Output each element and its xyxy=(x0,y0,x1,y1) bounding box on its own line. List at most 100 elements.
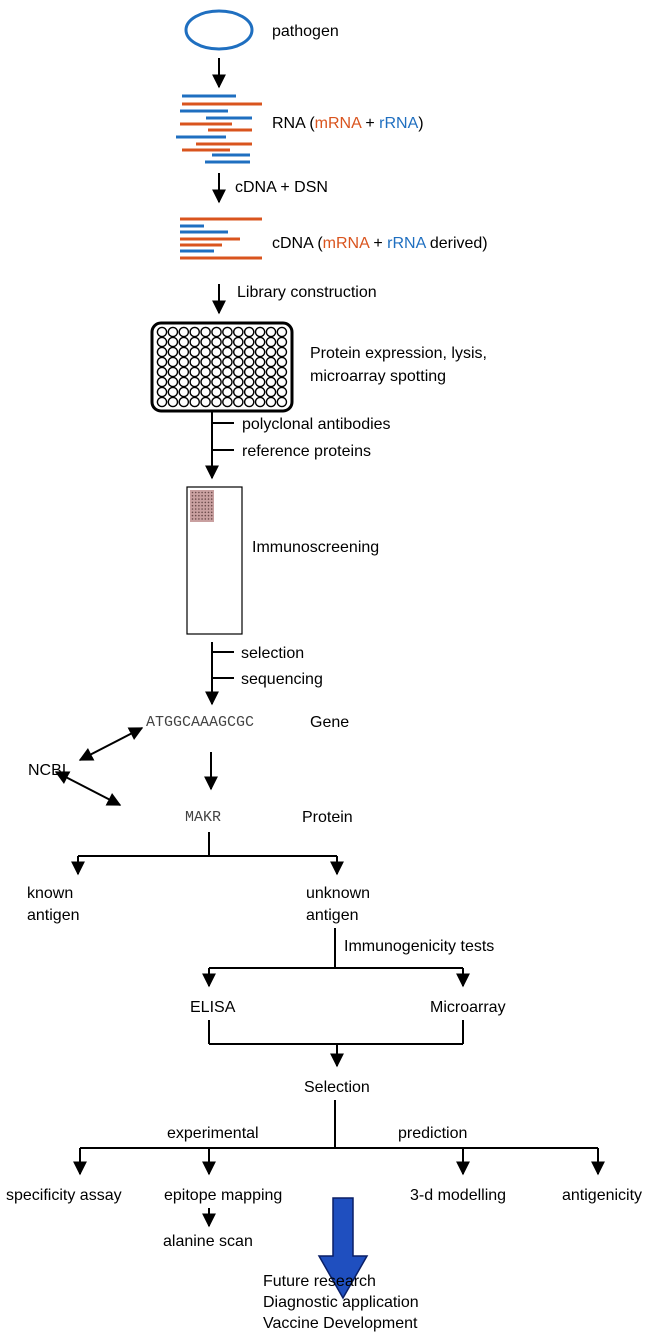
split-known-unknown xyxy=(71,832,344,876)
microarray-slide-icon xyxy=(186,486,243,635)
plate-well xyxy=(200,396,211,408)
plate-well xyxy=(189,346,200,358)
slide-spot xyxy=(210,504,213,507)
slide-spot xyxy=(204,491,207,494)
plate-well xyxy=(232,356,244,368)
elisa-label: ELISA xyxy=(190,999,236,1016)
plate-well xyxy=(254,366,266,378)
plate-well xyxy=(178,366,190,378)
slide-spot xyxy=(194,491,197,494)
plate-well xyxy=(232,376,244,388)
slide-spot xyxy=(194,504,197,507)
slide-spot xyxy=(191,508,194,510)
plate-well xyxy=(156,326,168,338)
slide-spot xyxy=(198,511,200,514)
slide-spot xyxy=(191,491,194,494)
selection-small-label: selection xyxy=(241,645,304,662)
plate-well xyxy=(200,376,211,388)
plate-well xyxy=(167,346,179,358)
plate-well xyxy=(200,366,211,378)
slide-spot xyxy=(210,514,213,517)
plate-well xyxy=(200,336,211,348)
slide-spot xyxy=(204,511,207,514)
plate-well xyxy=(156,346,168,358)
future-research-label: Future research xyxy=(263,1273,376,1290)
protein-expression-label-2: microarray spotting xyxy=(310,368,446,385)
slide-spot xyxy=(198,498,200,500)
pathogen-icon xyxy=(184,9,254,51)
unknown-antigen-label-2: antigen xyxy=(306,907,359,924)
microarray-label: Microarray xyxy=(430,999,506,1016)
plate-well xyxy=(222,346,233,358)
plate-well xyxy=(265,346,277,358)
plate-well xyxy=(167,396,179,408)
slide-spot xyxy=(194,508,197,510)
plate-well xyxy=(276,376,288,388)
library-label: Library construction xyxy=(237,284,377,301)
plate-well xyxy=(178,336,190,348)
slide-spot xyxy=(194,498,197,500)
plate-well xyxy=(167,376,179,388)
slide-spot xyxy=(210,501,213,504)
slide-spot xyxy=(198,514,200,517)
plate-well xyxy=(254,326,266,338)
plate-well xyxy=(265,396,277,408)
slide-spot xyxy=(201,495,203,497)
plate-well xyxy=(276,336,288,348)
slide-spot xyxy=(198,495,200,497)
plate-well xyxy=(178,356,190,368)
plate-well xyxy=(167,356,179,368)
plate-well xyxy=(156,396,168,408)
plate-well xyxy=(156,356,168,368)
slide-spot xyxy=(191,495,194,497)
plate-well xyxy=(200,356,211,368)
slide-spot xyxy=(191,501,194,504)
slide-spot xyxy=(201,508,203,510)
slide-spot xyxy=(207,508,210,510)
slide-spot xyxy=(207,518,210,520)
plate-well xyxy=(276,356,288,368)
slide-spot xyxy=(201,491,203,494)
vaccine-development-label: Vaccine Development xyxy=(263,1315,418,1332)
slide-spot xyxy=(204,508,207,510)
slide-spot xyxy=(207,491,210,494)
plate-well xyxy=(265,326,277,338)
gene-label: Gene xyxy=(310,714,349,731)
plate-well xyxy=(232,346,244,358)
plate-well xyxy=(254,356,266,368)
protein-sequence: MAKR xyxy=(185,809,221,826)
plate-well xyxy=(265,366,277,378)
plate-well xyxy=(211,356,222,368)
slide-spot xyxy=(204,514,207,517)
slide-spot xyxy=(194,514,197,517)
plate-well xyxy=(243,386,255,398)
mrna-label: mRNA xyxy=(315,115,362,132)
plate-well xyxy=(178,326,190,338)
plate-well xyxy=(211,376,222,388)
slide-spot xyxy=(210,508,213,510)
slide-spot xyxy=(207,514,210,517)
pathogen-label: pathogen xyxy=(272,23,339,40)
slide-spot xyxy=(201,498,203,500)
selection-label: Selection xyxy=(304,1079,370,1096)
plate-well xyxy=(189,376,200,388)
cdna-label: cDNA (mRNA + rRNA derived) xyxy=(272,235,488,252)
plate-well xyxy=(276,386,288,398)
slide-spot xyxy=(204,501,207,504)
plate-well xyxy=(243,346,255,358)
slide-spot xyxy=(194,501,197,504)
slide-spot xyxy=(210,518,213,520)
plate-well xyxy=(243,326,255,338)
plate-well xyxy=(200,326,211,338)
plate-well xyxy=(276,396,288,408)
plate-well xyxy=(189,326,200,338)
plate-well xyxy=(211,336,222,348)
plate-well xyxy=(265,356,277,368)
plate-well xyxy=(189,336,200,348)
slide-spot xyxy=(204,498,207,500)
experimental-label: experimental xyxy=(167,1125,259,1142)
plate-well xyxy=(156,376,168,388)
known-antigen-label-2: antigen xyxy=(27,907,80,924)
slide-spot xyxy=(201,504,203,507)
immunogenicity-label: Immunogenicity tests xyxy=(344,938,494,955)
